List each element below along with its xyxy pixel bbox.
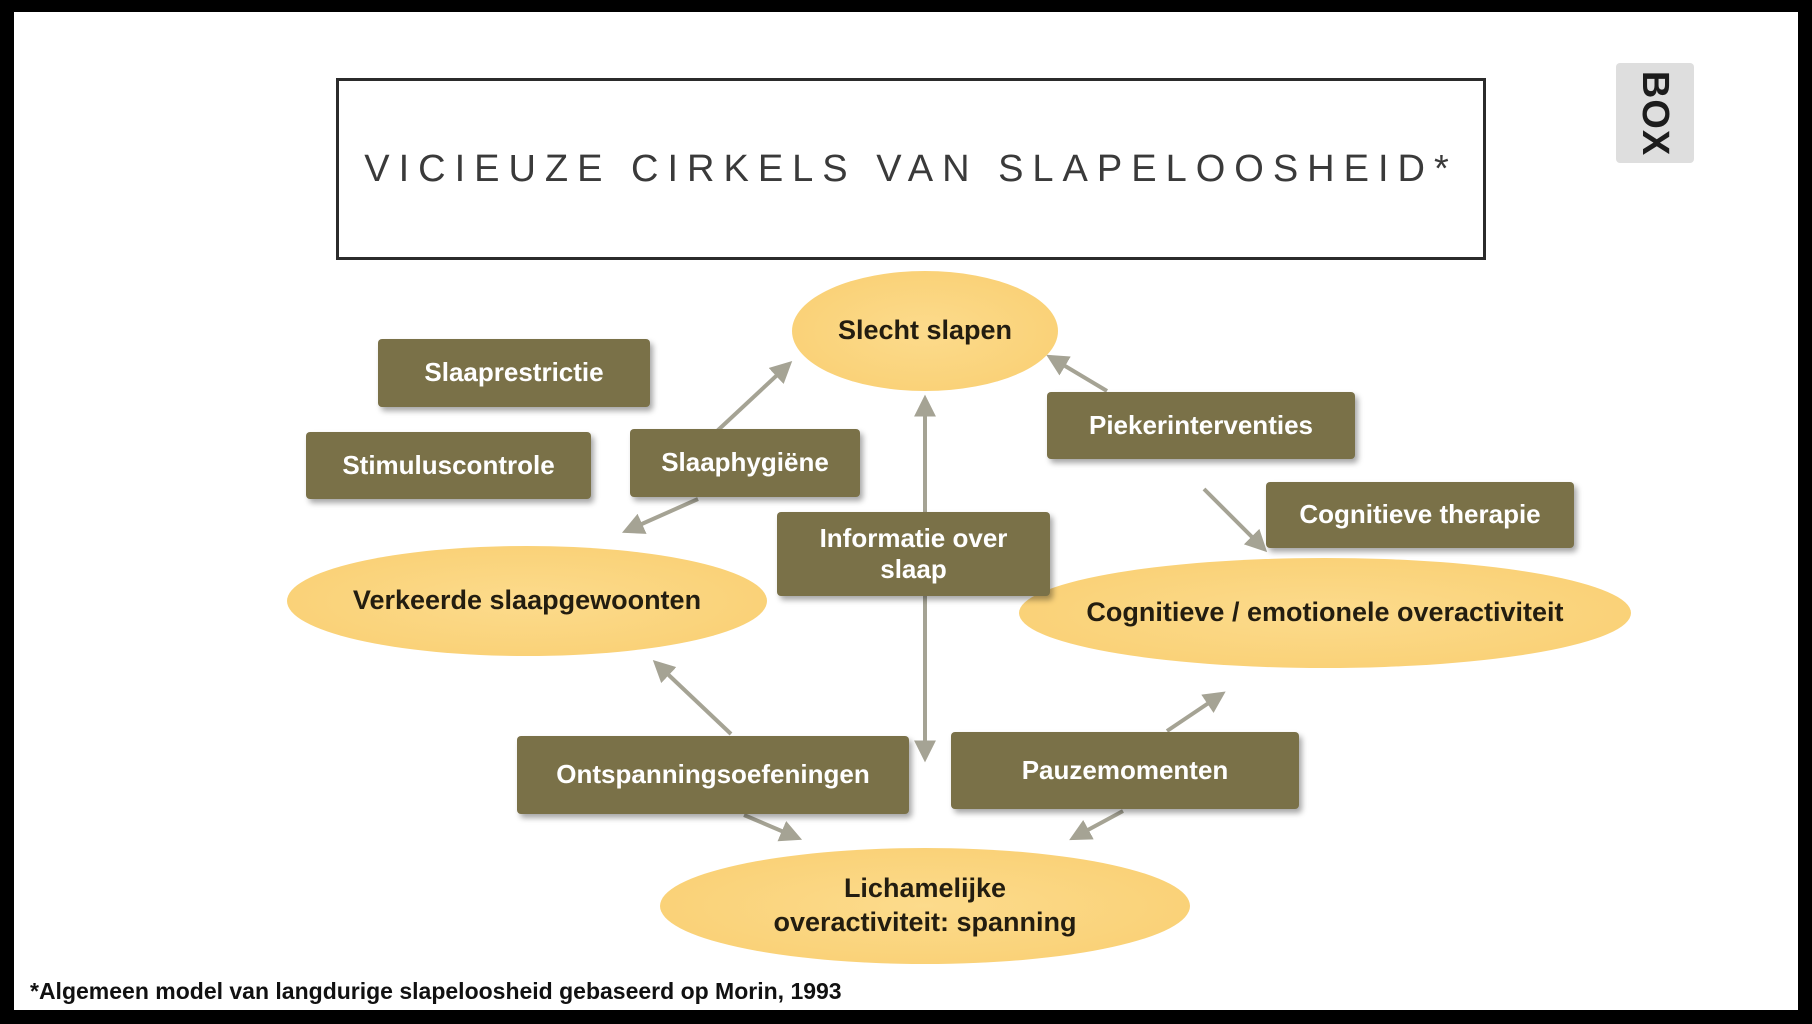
slide-title: VICIEUZE CIRKELS VAN SLAPELOOSHEID* — [364, 147, 1458, 190]
ellipse-verkeerde-slaapgewoonten: Verkeerde slaapgewoonten — [287, 546, 767, 656]
box-pauzemomenten: Pauzemomenten — [951, 732, 1299, 809]
box-informatie-over-slaap: Informatie over slaap — [777, 512, 1050, 596]
box-slaaphygiene: Slaaphygiëne — [630, 429, 860, 497]
box-logo-text: BOX — [1634, 70, 1677, 156]
ellipse-slecht-slapen: Slecht slapen — [792, 271, 1058, 391]
box-slaaprestrictie: Slaaprestrictie — [378, 339, 650, 407]
box-logo: BOX — [1616, 63, 1694, 163]
box-piekerinterventies: Piekerinterventies — [1047, 392, 1355, 459]
box-cognitieve-therapie: Cognitieve therapie — [1266, 482, 1574, 548]
ellipse-lichamelijke-overactiviteit: Lichamelijke overactiviteit: spanning — [660, 848, 1190, 964]
box-ontspanningsoefeningen: Ontspanningsoefeningen — [517, 736, 909, 814]
title-box: VICIEUZE CIRKELS VAN SLAPELOOSHEID* — [336, 78, 1486, 260]
footnote: *Algemeen model van langdurige slapeloos… — [30, 978, 842, 1004]
box-stimuluscontrole: Stimuluscontrole — [306, 432, 591, 499]
ellipse-cognitieve-emotionele-overactiviteit: Cognitieve / emotionele overactiviteit — [1019, 558, 1631, 668]
